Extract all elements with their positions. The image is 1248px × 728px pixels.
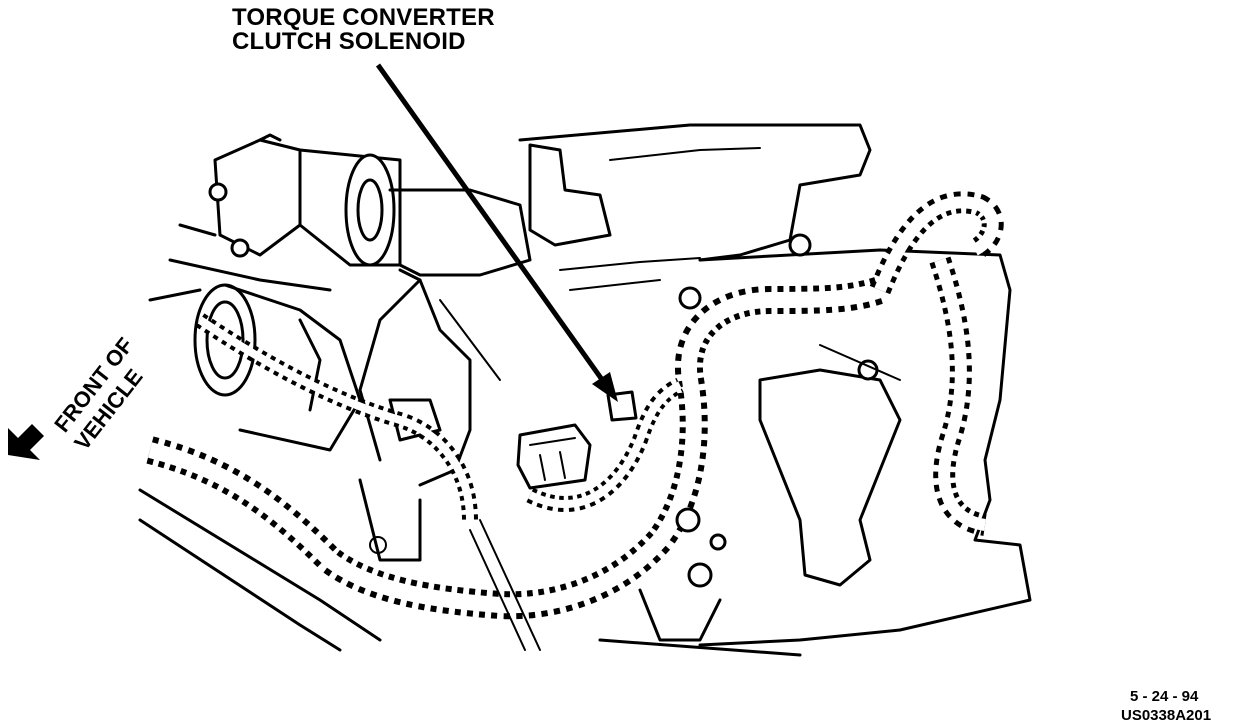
callout-label-line2: CLUTCH SOLENOID	[232, 28, 466, 55]
figure-code: US0338A201	[1121, 707, 1212, 724]
frame-rails	[138, 344, 901, 657]
callout-arrow	[375, 63, 618, 402]
bolts	[208, 182, 879, 588]
front-of-vehicle-indicator: FRONT OF VEHICLE	[8, 310, 158, 470]
wiring-harness	[146, 191, 1004, 620]
transmission-housing	[518, 123, 1032, 647]
arrow-down-left-icon	[8, 424, 44, 460]
figure-date: 5 - 24 - 94	[1130, 688, 1199, 705]
axle-housing	[148, 133, 612, 302]
solenoid-connector	[516, 390, 638, 490]
callout-label-line1: TORQUE CONVERTER	[232, 4, 495, 31]
